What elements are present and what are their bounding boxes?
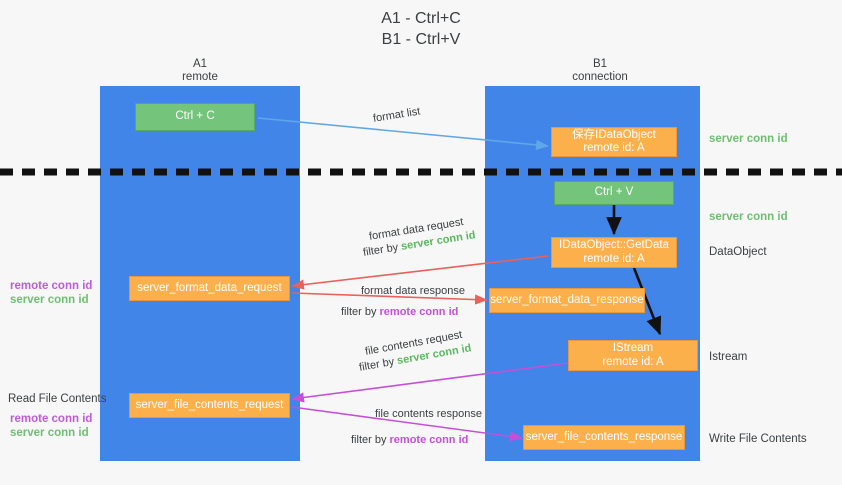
box-ctrl-v[interactable]: Ctrl + V	[554, 181, 674, 205]
lane-b1-sub: connection	[572, 71, 628, 83]
box-istream[interactable]: IStream remote id: A	[568, 340, 698, 371]
caption-format-data-response-line2: filter by remote conn id	[341, 305, 458, 319]
right-label-write-file-contents: Write File Contents	[709, 433, 807, 445]
right-label-dataobject: DataObject	[709, 246, 767, 258]
caption-file-resp-key: remote conn id	[389, 434, 469, 446]
box-server-format-data-request-label: server_format_data_request	[137, 281, 282, 294]
lane-header-b1: B1 connection	[540, 58, 660, 84]
arrow-format-data-request	[291, 255, 549, 290]
box-ctrl-c-label: Ctrl + C	[175, 110, 215, 123]
right-label-server-conn-id-2: server conn id	[709, 211, 788, 223]
box-server-format-data-request[interactable]: server_format_data_request	[129, 276, 290, 301]
box-server-format-data-response-label: server_format_data_response	[490, 293, 644, 306]
left-label-server-conn-id-1: server conn id	[10, 294, 89, 306]
left-label-read-file-contents: Read File Contents	[8, 393, 107, 405]
left-label-remote-conn-id-2: remote conn id	[10, 413, 93, 425]
box-server-format-data-response[interactable]: server_format_data_response	[489, 288, 645, 313]
box-istream-line1: IStream	[612, 342, 654, 354]
right-label-istream: Istream	[709, 351, 748, 363]
title-line-1: A1 - Ctrl+C	[381, 10, 461, 27]
box-getdata-line1: IDataObject::GetData	[559, 239, 669, 251]
box-idataobject-line2: remote id: A	[583, 142, 645, 154]
box-ctrl-c[interactable]: Ctrl + C	[135, 103, 255, 131]
left-label-remote-conn-id-1: remote conn id	[10, 280, 93, 292]
arrow-file-contents-response	[291, 406, 523, 442]
box-server-file-contents-request-label: server_file_contents_request	[135, 398, 284, 411]
box-idataobject-line1: 保存IDataObject	[572, 128, 656, 141]
title-line-2: B1 - Ctrl+V	[381, 31, 461, 48]
page-title: A1 - Ctrl+C B1 - Ctrl+V	[0, 8, 842, 50]
box-server-file-contents-response-label: server_file_contents_response	[525, 430, 683, 443]
caption-file-contents-response-line1: file contents response	[375, 408, 483, 420]
arrow-file-contents-request	[291, 362, 569, 403]
box-idataobject[interactable]: 保存IDataObject remote id: A	[551, 127, 677, 157]
box-getdata-line2: remote id: A	[583, 252, 645, 265]
arrow-format-data-response	[291, 292, 488, 305]
box-server-file-contents-request[interactable]: server_file_contents_request	[129, 393, 290, 418]
box-idataobject-getdata[interactable]: IDataObject::GetData remote id: A	[551, 237, 677, 268]
caption-fmt-resp-key: remote conn id	[379, 306, 459, 318]
arrow-format-list	[257, 117, 549, 150]
box-istream-line2: remote id: A	[602, 355, 664, 368]
left-label-server-conn-id-2: server conn id	[10, 427, 89, 439]
box-server-file-contents-response[interactable]: server_file_contents_response	[523, 425, 685, 450]
box-ctrl-v-label: Ctrl + V	[594, 186, 634, 199]
caption-format-data-response-line1: format data response	[361, 285, 465, 297]
caption-file-contents-response-line2: filter by remote conn id	[351, 433, 468, 447]
lane-a1-sub: remote	[182, 71, 218, 83]
caption-file-resp-prefix: filter by	[351, 434, 390, 446]
arrow-getdata-istream	[632, 267, 662, 336]
caption-fmt-resp-prefix: filter by	[341, 306, 380, 318]
lane-a1-name: A1	[192, 58, 208, 70]
right-label-server-conn-id-1: server conn id	[709, 133, 788, 145]
lane-b1-name: B1	[592, 58, 608, 70]
lane-header-a1: A1 remote	[145, 58, 255, 84]
